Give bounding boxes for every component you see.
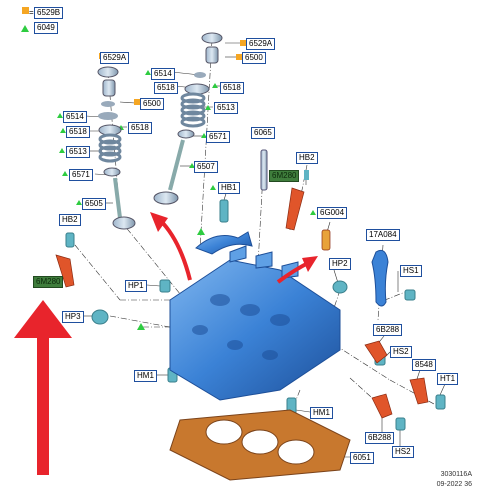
- big-red-arrow-icon: [14, 300, 72, 475]
- label-6500-right: 6500: [242, 52, 266, 64]
- label-6518-d: 6518: [128, 122, 152, 134]
- label-6514-top: 6514: [151, 68, 175, 80]
- label-6507: 6507: [194, 161, 218, 173]
- label-6571-left: 6571: [69, 169, 93, 181]
- label-hb2-top: HB2: [296, 152, 318, 164]
- label-hb2-left: HB2: [59, 214, 81, 226]
- label-hm1-left: HM1: [134, 370, 157, 382]
- legend-equals: =: [29, 8, 34, 17]
- cylinder-head: [169, 245, 341, 401]
- bracket-17a084: [371, 249, 389, 307]
- label-6b288-bottom: 6B288: [365, 432, 395, 444]
- label-17a084: 17A084: [366, 229, 400, 241]
- label-hp1: HP1: [125, 280, 147, 292]
- valve-train-left: [97, 66, 136, 230]
- label-8548: 8548: [412, 359, 436, 371]
- label-6m280-left: 6M280: [33, 276, 64, 288]
- label-6529a-right: 6529A: [246, 38, 276, 50]
- injectors: [55, 187, 429, 419]
- label-6514-left: 6514: [63, 111, 87, 123]
- label-6m280-top: 6M280: [269, 170, 300, 182]
- label-hb1: HB1: [218, 182, 240, 194]
- label-hp3: HP3: [62, 311, 84, 323]
- direction-arrows: [150, 212, 318, 284]
- legend-square-label: 6529B: [34, 7, 64, 19]
- legend-triangle-label: 6049: [34, 22, 58, 34]
- label-hm1-bottom: HM1: [310, 407, 333, 419]
- label-hs2-top: HS2: [390, 346, 412, 358]
- label-6518-a: 6518: [154, 82, 178, 94]
- label-6513-left: 6513: [66, 146, 90, 158]
- legend-triangle-icon: [21, 25, 29, 32]
- marker-symbols: [57, 40, 316, 330]
- label-6065: 6065: [251, 127, 275, 139]
- reference-code: 3030116A: [440, 471, 472, 478]
- reference-date: 09-2022 36: [436, 481, 472, 488]
- label-hs2-bottom: HS2: [392, 446, 414, 458]
- label-6b288-top: 6B288: [373, 324, 403, 336]
- label-6500-left: 6500: [140, 98, 164, 110]
- label-6571-right: 6571: [206, 131, 230, 143]
- label-6529a-left: 6529A: [100, 52, 130, 64]
- label-hs1: HS1: [400, 265, 422, 277]
- label-6518-c: 6518: [66, 126, 90, 138]
- label-6505: 6505: [82, 198, 106, 210]
- label-6513-right: 6513: [214, 102, 238, 114]
- label-6g004: 6G004: [317, 207, 348, 219]
- valve-train-right: [153, 32, 223, 205]
- label-6051: 6051: [350, 452, 374, 464]
- head-gasket: [169, 409, 351, 481]
- label-ht1: HT1: [437, 373, 459, 385]
- label-6518-b: 6518: [220, 82, 244, 94]
- cam-cap: [195, 231, 253, 255]
- label-hp2: HP2: [329, 258, 351, 270]
- legend-square-icon: [22, 7, 29, 14]
